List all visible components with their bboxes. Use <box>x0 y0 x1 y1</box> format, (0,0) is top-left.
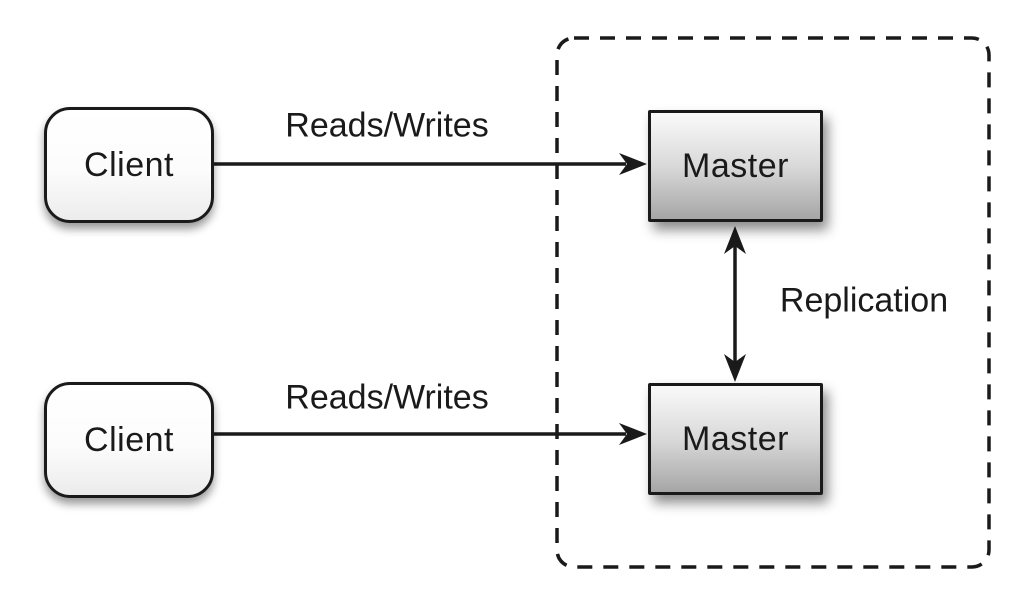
node-client-top: Client <box>44 107 214 223</box>
arrow-reads-writes-top <box>214 153 647 175</box>
edge-label-reads-writes-top: Reads/Writes <box>285 106 489 145</box>
replication-group-dashed-border <box>555 36 991 569</box>
arrow-replication <box>724 226 746 382</box>
arrow-reads-writes-bottom <box>214 423 647 445</box>
node-master-top-label: Master <box>682 146 789 185</box>
node-master-top: Master <box>648 110 823 222</box>
node-client-bottom-label: Client <box>84 420 174 459</box>
node-master-bottom: Master <box>648 383 823 495</box>
edge-label-reads-writes-bottom: Reads/Writes <box>285 378 489 417</box>
node-master-bottom-label: Master <box>682 419 789 458</box>
node-client-bottom: Client <box>44 382 214 498</box>
edge-label-replication: Replication <box>779 281 949 320</box>
node-client-top-label: Client <box>84 145 174 184</box>
